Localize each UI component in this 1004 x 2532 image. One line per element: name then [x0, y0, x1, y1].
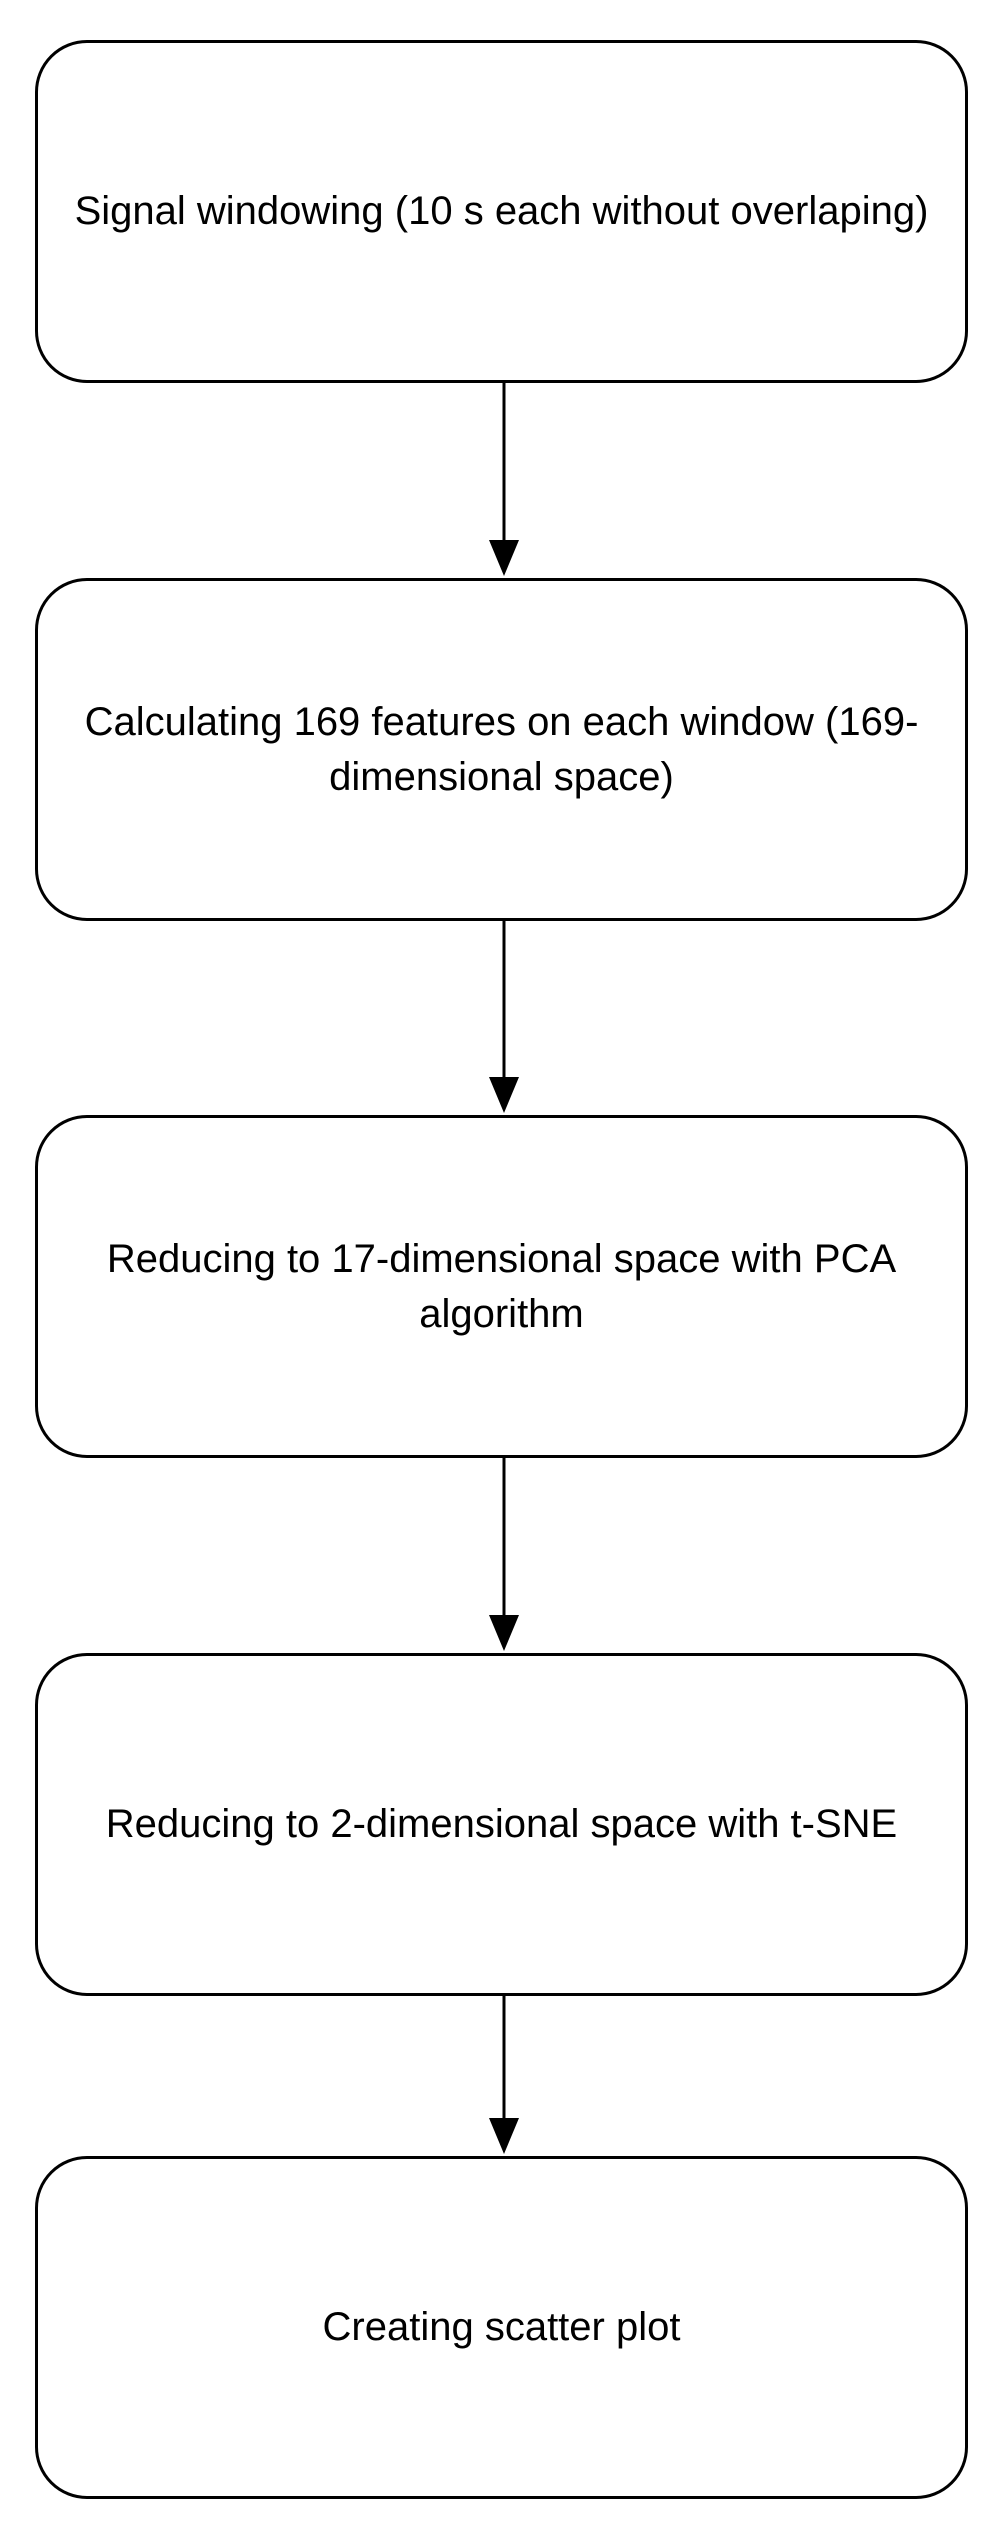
step-label: Creating scatter plot [322, 2305, 681, 2349]
arrow-3-to-4 [489, 1458, 519, 1651]
step-tsne-reduction: Reducing to 2-dimensional space with t-S… [35, 1653, 968, 1996]
step-pca-reduction: Reducing to 17-dimensional space with PC… [35, 1115, 968, 1458]
arrow-4-to-5 [489, 1996, 519, 2154]
step-calculating-features: Calculating 169 features on each window … [35, 578, 968, 921]
arrow-2-to-3 [489, 921, 519, 1113]
step-label: Reducing to 2-dimensional space with t-S… [105, 1802, 898, 1846]
arrow-1-to-2 [489, 383, 519, 576]
step-label: Signal windowing (10 s each without over… [74, 189, 929, 233]
step-label: Reducing to 17-dimensional space with PC… [106, 1236, 897, 1336]
step-signal-windowing: Signal windowing (10 s each without over… [35, 40, 968, 383]
step-scatter-plot: Creating scatter plot [35, 2156, 968, 2499]
step-label: Calculating 169 features on each window … [84, 699, 919, 799]
